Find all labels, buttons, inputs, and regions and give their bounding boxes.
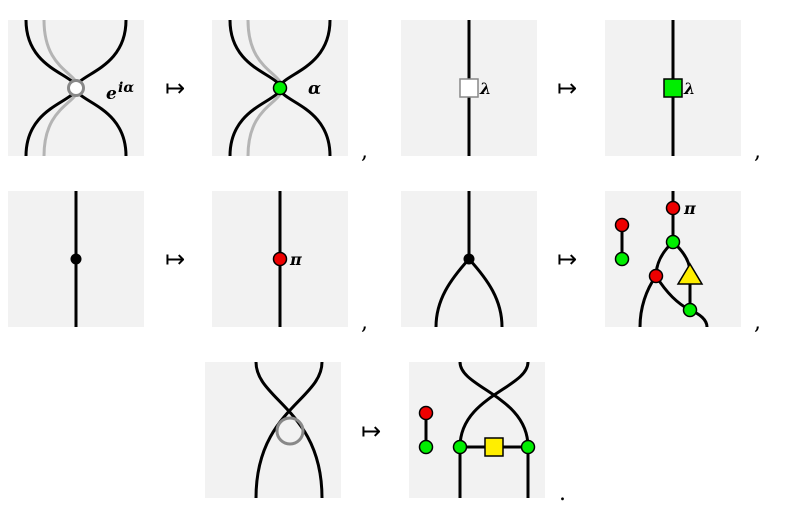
wire <box>434 257 471 328</box>
phase-label: α <box>308 79 321 99</box>
green-spider <box>418 439 434 455</box>
rule-2-rhs-panel: λ <box>605 20 741 156</box>
white-box <box>459 78 479 98</box>
rule-3-lhs-panel <box>8 191 144 327</box>
green-spider <box>682 302 698 318</box>
red-spider <box>418 405 434 421</box>
black-node <box>70 253 82 265</box>
rule-5-rhs-panel <box>409 361 545 498</box>
wire <box>467 257 504 328</box>
red-spider <box>665 200 681 216</box>
maps-to-arrow: ↦ <box>557 74 577 102</box>
yellow-box <box>484 437 504 457</box>
rule-4-rhs-panel: π <box>605 191 741 328</box>
phase-label-sup: iα <box>118 80 134 96</box>
separator-comma: , <box>361 139 368 164</box>
box-label: λ <box>683 79 695 98</box>
rule-1-lhs-panel: e iα <box>8 19 144 157</box>
green-spider <box>614 251 630 267</box>
maps-to-arrow: ↦ <box>361 417 381 445</box>
rule-2-lhs-panel: λ <box>401 20 537 156</box>
maps-to-arrow: ↦ <box>165 245 185 273</box>
box-label: λ <box>479 79 491 98</box>
separator-comma: , <box>754 310 761 335</box>
separator-comma: , <box>361 310 368 335</box>
maps-to-arrow: ↦ <box>165 74 185 102</box>
separator-comma: , <box>754 139 761 164</box>
rule-3-rhs-panel: π <box>212 191 348 327</box>
wire <box>254 361 324 499</box>
crossing-ring <box>275 416 305 446</box>
terminator-period: . <box>559 481 566 506</box>
phase-label: π <box>683 199 696 218</box>
yellow-triangle <box>676 262 704 285</box>
rule-1-rhs-panel: α <box>212 19 348 157</box>
green-box <box>663 78 683 98</box>
red-spider <box>272 251 288 267</box>
green-spider <box>452 439 468 455</box>
rule-4-lhs-panel <box>401 191 537 328</box>
wire <box>458 361 530 448</box>
phase-label-main: e <box>106 84 117 104</box>
green-spider <box>520 439 536 455</box>
phase-node <box>67 79 85 97</box>
phase-label: π <box>289 250 302 269</box>
maps-to-arrow: ↦ <box>557 245 577 273</box>
green-spider <box>665 234 681 250</box>
black-node <box>463 253 475 265</box>
green-spider <box>272 80 288 96</box>
red-spider <box>648 268 664 284</box>
rule-5-lhs-panel <box>205 361 341 499</box>
red-spider <box>614 217 630 233</box>
